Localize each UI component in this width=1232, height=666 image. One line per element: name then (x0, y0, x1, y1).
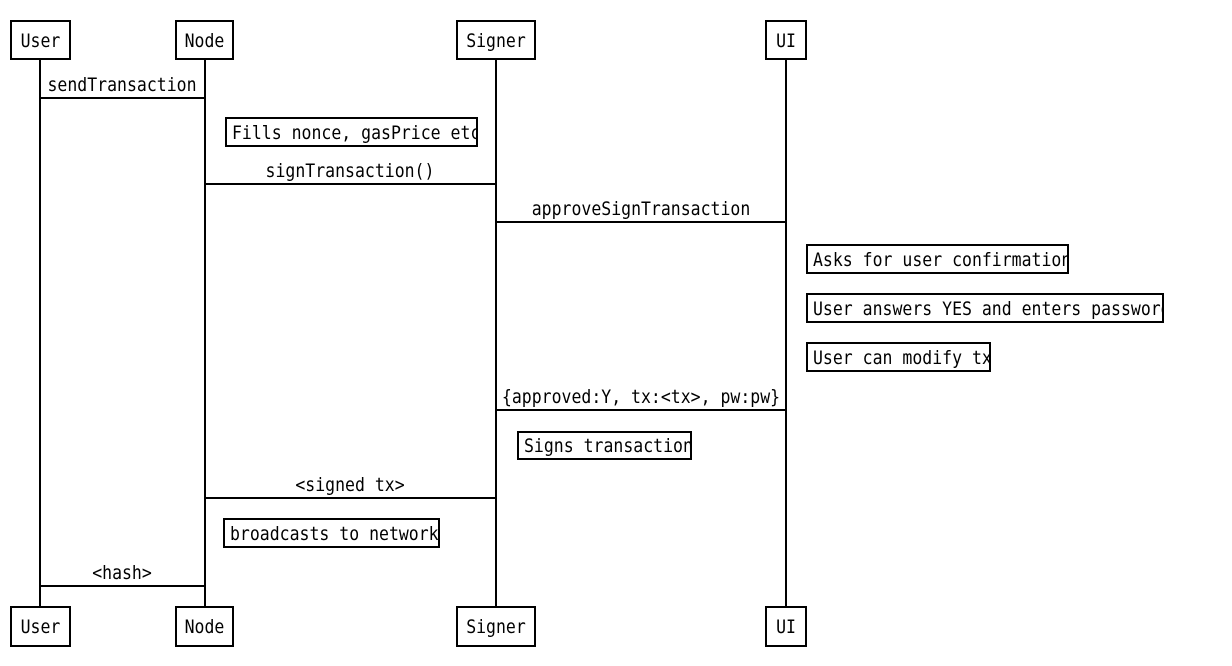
lifeline-signer (495, 60, 497, 606)
note-broadcasts-to-network: broadcasts to network (223, 518, 440, 548)
message-hash-line (40, 585, 205, 587)
actor-label-user: User (20, 29, 61, 51)
lifeline-node (204, 60, 206, 606)
actor-box-signer-top: Signer (456, 20, 536, 60)
message-signed-tx-label: <signed tx> (295, 473, 405, 496)
actor-label-ui-bottom: UI (776, 615, 796, 638)
message-approvesigntransaction-line (496, 221, 786, 223)
message-approved-payload-label: {approved:Y, tx:<tx>, pw:pw} (501, 385, 781, 408)
note-fills-nonce: Fills nonce, gasPrice etc (225, 117, 478, 147)
note-user-answers-yes: User answers YES and enters password (806, 293, 1164, 323)
actor-label-node: Node (184, 29, 225, 51)
message-sendtransaction-line (40, 97, 205, 99)
actor-label-user-bottom: User (20, 615, 61, 638)
actor-label-signer-bottom: Signer (466, 615, 526, 638)
actor-box-signer-bottom: Signer (456, 606, 536, 647)
message-signed-tx-line (205, 497, 496, 499)
actor-box-ui-bottom: UI (765, 606, 807, 647)
actor-box-ui-top: UI (765, 20, 807, 60)
message-sendtransaction-label: sendTransaction (47, 73, 197, 96)
note-user-can-modify-tx: User can modify tx (806, 342, 991, 372)
actor-label-ui: UI (776, 29, 796, 51)
actor-label-signer: Signer (466, 29, 526, 51)
actor-box-node-top: Node (175, 20, 234, 60)
message-approved-payload-line (496, 409, 786, 411)
message-hash-label: <hash> (92, 561, 152, 584)
lifeline-ui (785, 60, 787, 606)
note-asks-confirmation: Asks for user confirmation (806, 244, 1069, 274)
message-signtransaction-label: signTransaction() (265, 159, 435, 182)
message-signtransaction-line (205, 183, 496, 185)
message-approvesigntransaction-label: approveSignTransaction (531, 197, 751, 220)
actor-box-user-bottom: User (10, 606, 71, 647)
lifeline-user (39, 60, 41, 606)
actor-box-user-top: User (10, 20, 71, 60)
actor-label-node-bottom: Node (184, 615, 225, 638)
actor-box-node-bottom: Node (175, 606, 234, 647)
note-signs-transaction: Signs transaction (517, 431, 692, 460)
